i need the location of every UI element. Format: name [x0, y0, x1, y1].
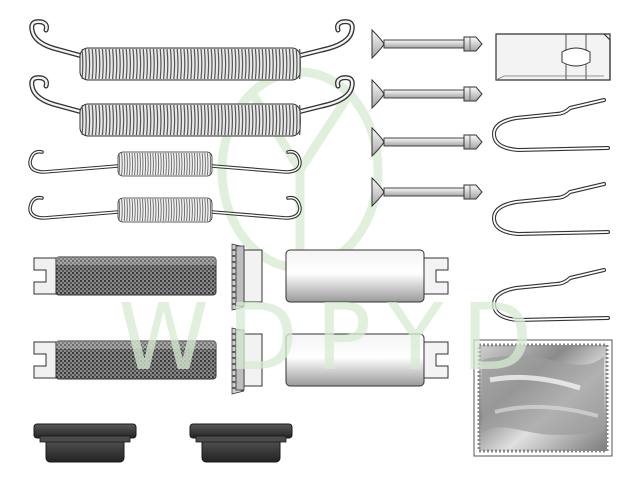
- hold-down-pin: [371, 126, 483, 158]
- hold-down-pin: [371, 176, 483, 208]
- rubber-pad: [33, 423, 137, 463]
- star-wheels: [231, 243, 263, 395]
- grease-sachet: [473, 339, 613, 457]
- adjuster-sleeve: [285, 249, 449, 303]
- hold-down-pins: [371, 28, 483, 208]
- rubber-pad: [189, 423, 293, 463]
- short-spring: [28, 149, 302, 177]
- long-spring: [29, 19, 355, 81]
- hold-down-pin: [371, 28, 483, 60]
- hold-down-clip: [492, 98, 610, 152]
- watermark-logo-icon: [217, 67, 383, 273]
- hold-down-clip: [492, 182, 610, 236]
- long-springs: [29, 19, 355, 137]
- hold-down-clips: [492, 98, 610, 322]
- adjuster-screw: [33, 340, 217, 380]
- hold-down-pin: [371, 78, 483, 110]
- adjuster-screw: [33, 256, 217, 296]
- short-spring: [28, 195, 302, 223]
- star-wheel: [231, 327, 263, 395]
- adjuster-sleeve: [285, 333, 449, 387]
- rubber-pads: [33, 423, 293, 463]
- adjuster-screws: [33, 256, 217, 380]
- clip-plate: [495, 33, 611, 81]
- hold-down-clip: [492, 268, 610, 322]
- short-springs: [28, 149, 302, 223]
- star-wheel: [231, 243, 263, 311]
- long-spring: [29, 75, 355, 137]
- adjuster-sleeves: [285, 249, 449, 387]
